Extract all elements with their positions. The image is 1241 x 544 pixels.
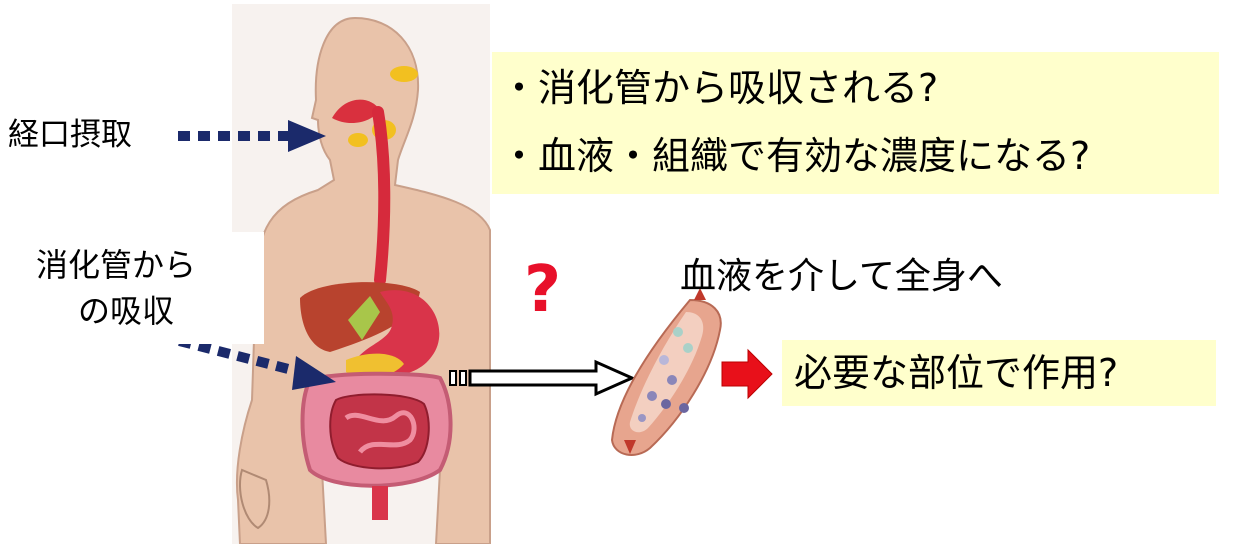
red-arrow (722, 350, 772, 398)
blood-particle (667, 375, 677, 385)
absorption-label-line2: の吸収 (78, 288, 174, 334)
blood-particle (638, 414, 646, 422)
question-box: ・消化管から吸収される? ・血液・組織で有効な濃度になる? (492, 52, 1219, 194)
action-label: 必要な部位で作用? (794, 346, 1118, 400)
salivary-gland (348, 133, 368, 147)
oral-intake-label: 経口摂取 (8, 112, 132, 158)
action-box: 必要な部位で作用? (782, 340, 1216, 406)
absorption-label-line1: 消化管から (36, 242, 196, 288)
blood-particle (673, 327, 683, 337)
question-mark: ? (524, 250, 561, 330)
question-line-concentration: ・血液・組織で有効な濃度になる? (500, 126, 1090, 186)
rectum (372, 486, 388, 520)
question-line-absorption: ・消化管から吸収される? (500, 58, 938, 118)
blood-particle (683, 343, 693, 353)
flow-arrow-stub (460, 371, 466, 385)
flow-arrow-outline (470, 362, 632, 394)
blood-particle (647, 391, 657, 401)
blood-vessel-illustration (612, 288, 721, 455)
salivary-gland (390, 66, 418, 82)
flow-arrow-stub (450, 371, 456, 385)
blood-particle (661, 399, 671, 409)
blood-circulation-label: 血液を介して全身へ (680, 250, 1003, 304)
blood-particle (679, 403, 689, 413)
blood-particle (659, 355, 669, 365)
absorption-label: 消化管から の吸収 (0, 232, 264, 344)
esophagus (378, 112, 384, 280)
